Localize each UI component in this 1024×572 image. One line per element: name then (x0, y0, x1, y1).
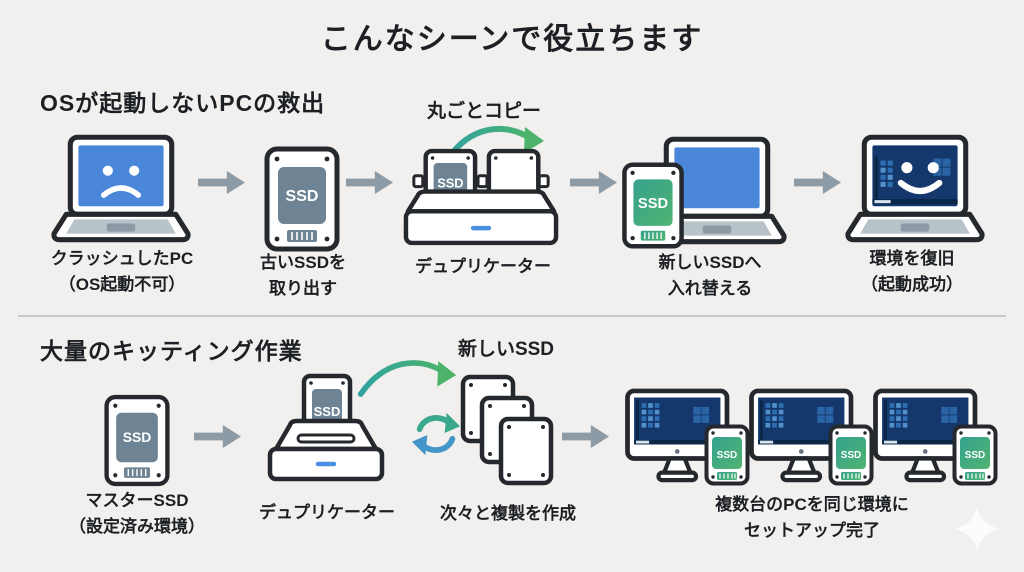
cycle-arrows-icon (411, 412, 461, 456)
label-restored: 環境を復旧 （起動成功） (802, 246, 1022, 297)
label-master-ssd: マスターSSD （設定済み環境） (27, 488, 247, 539)
swap-laptop-icon (647, 136, 787, 245)
label-old-ssd: 古いSSDを 取り出す (198, 250, 408, 301)
label-crashed-pc-line1: クラッシュしたPC (50, 249, 194, 268)
duplicator-one-bay-icon: SSD (267, 373, 385, 482)
master-ssd-icon: SSD (104, 394, 170, 487)
crashed-laptop-icon (51, 134, 191, 243)
desktop-pc-icon (749, 388, 854, 483)
label-master-ssd-line2: （設定済み環境） (69, 516, 205, 536)
label-crashed-pc-line2: （OS起動不可） (58, 274, 186, 294)
ssd-text: SSD (286, 188, 319, 205)
label-setup-complete-line2: セットアップ完了 (744, 520, 880, 540)
old-ssd-icon: SSD (264, 146, 340, 252)
ssd-text: SSD (437, 176, 463, 191)
new-ssd-icon: SSD (622, 162, 684, 249)
flow-arrow-icon (194, 424, 242, 449)
note-copy-whole: 丸ごとコピー (426, 101, 541, 122)
page-title: こんなシーンで役立ちます (320, 23, 704, 56)
section-divider (18, 315, 1006, 317)
ssd-text: SSD (123, 429, 152, 445)
flow-arrow-icon (562, 424, 610, 449)
label-duplicator-1: デュプリケーター (373, 254, 593, 280)
section2-heading: 大量のキッティング作業 (40, 338, 303, 364)
label-old-ssd-line2: 取り出す (269, 278, 337, 298)
label-setup-complete: 複数台のPCを同じ環境に セットアップ完了 (682, 492, 942, 543)
ssd-text: SSD (965, 450, 986, 461)
ssd-text: SSD (638, 196, 668, 212)
label-duplicator-2-line1: デュプリケーター (259, 503, 395, 522)
flow-arrow-icon (198, 170, 246, 195)
ssd-text: SSD (841, 450, 862, 461)
clone-arc-arrow-icon (357, 360, 457, 397)
ssd-text: SSD (717, 450, 738, 461)
label-duplicator-2: デュプリケーター (227, 500, 427, 526)
flow-arrow-icon (346, 170, 394, 195)
blank-ssd-stack-icon (460, 374, 554, 486)
section1-heading: OSが起動しないPCの救出 (40, 90, 326, 116)
ssd-text: SSD (314, 404, 341, 419)
note-new-ssd: 新しいSSD (457, 339, 555, 360)
label-clones-line1: 次々と複製を作成 (440, 504, 576, 523)
pc-ssd-icon: SSD (828, 424, 874, 486)
flow-arrow-icon (570, 170, 618, 195)
label-old-ssd-line1: 古いSSDを (260, 253, 346, 272)
sparkle-icon (954, 506, 1000, 552)
label-crashed-pc: クラッシュしたPC （OS起動不可） (17, 246, 227, 297)
flow-arrow-icon (794, 170, 842, 195)
label-new-ssd-line2: 入れ替える (667, 278, 753, 298)
label-restored-line2: （起動成功） (861, 274, 963, 294)
label-new-ssd-line1: 新しいSSDへ (658, 253, 762, 272)
label-restored-line1: 環境を復旧 (869, 249, 955, 268)
pc-ssd-icon: SSD (704, 424, 750, 486)
label-setup-complete-line1: 複数台のPCを同じ環境に (715, 495, 909, 514)
duplicator-two-bay-icon: SSD (403, 148, 559, 246)
pc-ssd-icon: SSD (952, 424, 998, 486)
label-duplicator-1-line1: デュプリケーター (415, 257, 551, 276)
label-new-ssd: 新しいSSDへ 入れ替える (600, 250, 820, 301)
restored-laptop-icon (845, 134, 985, 243)
label-clones: 次々と複製を作成 (398, 501, 618, 527)
label-master-ssd-line1: マスターSSD (85, 491, 189, 510)
